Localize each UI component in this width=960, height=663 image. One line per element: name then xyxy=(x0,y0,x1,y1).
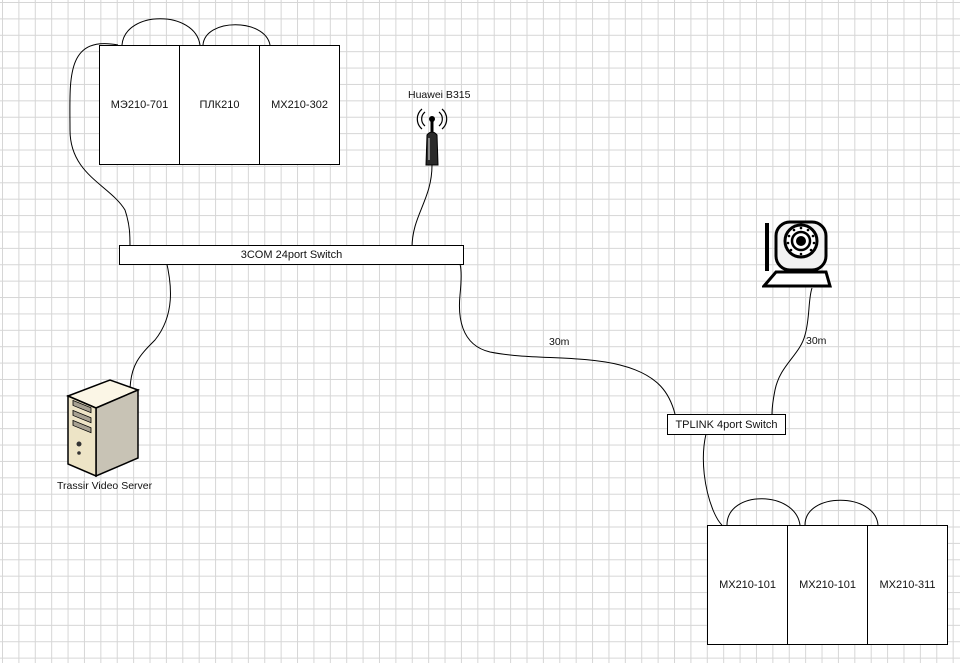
wifi-router-icon[interactable] xyxy=(412,102,452,166)
link-length-switch-to-switch: 30m xyxy=(549,336,570,348)
wire-router-to-switch xyxy=(411,164,433,249)
wire-bottom-loop-1 xyxy=(726,498,801,526)
wire-top-loop-2 xyxy=(202,24,271,46)
wire-server-to-switch xyxy=(129,259,171,393)
router-label: Huawei B315 xyxy=(408,89,471,101)
main-switch[interactable]: 3COM 24port Switch xyxy=(119,245,464,265)
wire-switch-to-switch xyxy=(454,255,676,415)
wire-top-loop-1 xyxy=(121,18,201,46)
bottom-rack-module-1[interactable]: МХ210-101 xyxy=(707,525,788,645)
server-tower-icon[interactable] xyxy=(62,378,142,478)
server-label: Trassir Video Server xyxy=(57,480,153,492)
link-length-camera-to-switch: 30m xyxy=(806,335,827,347)
wire-smallswitch-to-rack xyxy=(702,433,723,526)
top-rack-module-2[interactable]: ПЛК210 xyxy=(179,45,260,165)
wire-bottom-loop-2 xyxy=(804,499,879,526)
small-switch[interactable]: TPLINK 4port Switch xyxy=(667,414,786,435)
top-rack-module-1[interactable]: МЭ210-701 xyxy=(99,45,180,165)
bottom-rack-module-3[interactable]: МХ210-311 xyxy=(867,525,948,645)
wire-camera-to-switch xyxy=(771,287,813,415)
bottom-rack-module-2[interactable]: МХ210-101 xyxy=(787,525,868,645)
top-rack-module-3[interactable]: МХ210-302 xyxy=(259,45,340,165)
ip-camera-icon[interactable] xyxy=(762,218,832,292)
wire-rack-to-switch xyxy=(69,43,131,249)
